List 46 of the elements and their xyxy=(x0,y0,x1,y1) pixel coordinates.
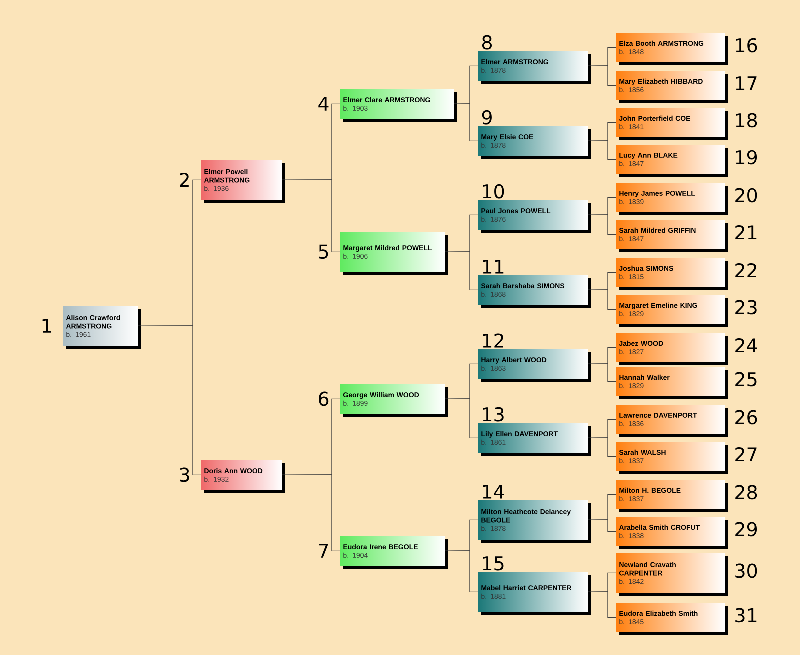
connector-line xyxy=(588,140,616,160)
connector-line xyxy=(445,550,478,593)
generation-number: 30 xyxy=(736,564,758,578)
generation-number: 9 xyxy=(482,110,492,125)
generation-number: 18 xyxy=(736,113,758,128)
connector-line xyxy=(588,438,616,458)
generation-number: 17 xyxy=(736,76,757,90)
connector-line xyxy=(138,326,202,476)
generation-number: 25 xyxy=(736,372,757,387)
generation-number: 10 xyxy=(483,184,504,199)
connector-line xyxy=(588,592,616,618)
connector-line xyxy=(588,214,616,236)
connector-line xyxy=(282,180,340,253)
generation-number: 27 xyxy=(736,447,757,462)
generation-number: 16 xyxy=(736,38,758,53)
generation-number: 23 xyxy=(736,300,757,315)
generation-number: 8 xyxy=(482,35,492,50)
generation-number: 31 xyxy=(736,608,757,623)
generation-number: 26 xyxy=(736,410,758,425)
generation-number: 22 xyxy=(736,263,756,278)
generation-number: 21 xyxy=(736,225,757,240)
connector-line xyxy=(588,66,616,86)
generation-number: 14 xyxy=(483,484,504,499)
connector-line xyxy=(454,104,478,142)
connector-line xyxy=(445,252,478,291)
connector-line xyxy=(282,474,340,552)
generation-number: 1 xyxy=(42,319,52,333)
generation-number: 24 xyxy=(736,338,758,353)
connector-line xyxy=(588,520,616,532)
generation-number: 5 xyxy=(319,244,328,260)
generation-number: 4 xyxy=(318,97,329,111)
generation-number: 7 xyxy=(319,544,328,558)
generation-number: 3 xyxy=(180,468,190,482)
generation-number: 28 xyxy=(736,485,758,500)
connector-line xyxy=(588,290,616,310)
generation-number: 12 xyxy=(483,334,504,348)
generation-number: 13 xyxy=(483,407,504,422)
generation-number: 20 xyxy=(736,188,758,203)
generation-number: 11 xyxy=(483,260,504,274)
generation-number: 6 xyxy=(319,392,329,406)
generation-number: 2 xyxy=(180,172,189,188)
generation-number: 29 xyxy=(736,522,758,537)
connector-line xyxy=(588,364,616,382)
connector-line xyxy=(445,398,478,439)
generation-number: 19 xyxy=(736,150,758,165)
generation-number: 15 xyxy=(483,556,504,571)
